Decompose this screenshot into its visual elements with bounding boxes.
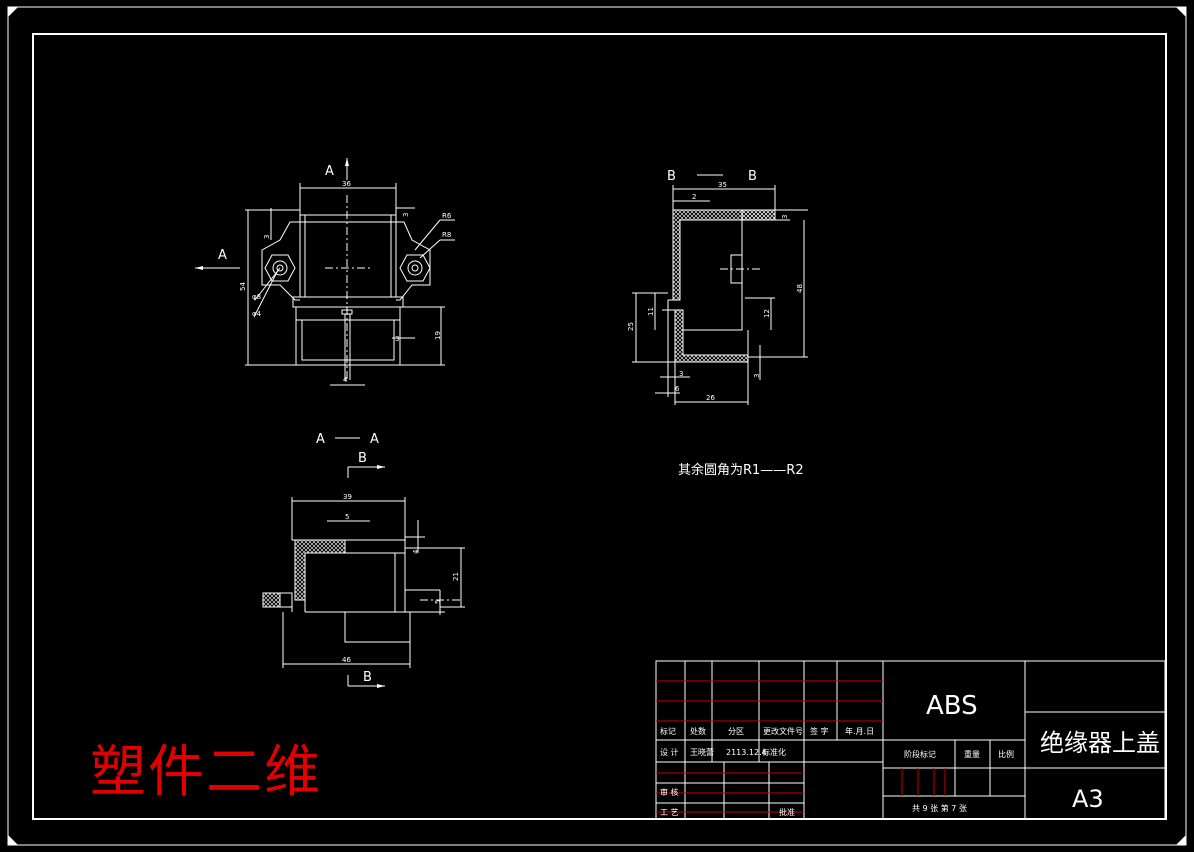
cut-label-bottom: B xyxy=(363,670,372,685)
dim-36: 36 xyxy=(342,180,351,188)
dim-3-right: 3 xyxy=(395,335,399,343)
section-aa-title-left: A xyxy=(316,432,325,447)
section-bb-title-right: B xyxy=(748,169,757,184)
sheet-info: 共 9 张 第 7 张 xyxy=(912,803,967,813)
dim-19: 19 xyxy=(434,331,442,340)
rev-header-0: 标记 xyxy=(660,726,676,736)
dim-2: 2 xyxy=(692,193,696,201)
dim-35: 35 xyxy=(718,181,727,189)
dim-3-bottom: 3 xyxy=(679,370,683,378)
watermark-text: 塑件二维 xyxy=(90,740,322,805)
rev-header-3: 更改文件号 xyxy=(763,726,803,736)
dim-5-top: 5 xyxy=(345,513,349,521)
dim-3-top: 3 xyxy=(781,215,789,219)
dim-3-left: 3 xyxy=(263,235,271,239)
part-name-text: 绝缘器上盖 xyxy=(1040,729,1160,757)
dim-r8: R8 xyxy=(442,231,451,239)
dim-39: 39 xyxy=(343,493,352,501)
dim-26: 26 xyxy=(706,394,715,402)
sheet-border xyxy=(7,6,1187,846)
dim-3-right-bottom: 3 xyxy=(753,374,761,378)
dim-5-right: 5 xyxy=(434,600,442,604)
process-label: 工 艺 xyxy=(660,808,679,817)
rev-header-5: 年.月.日 xyxy=(845,726,874,736)
dim-3-top: 3 xyxy=(402,213,410,217)
section-bb-title-left: B xyxy=(667,169,676,184)
dim-r6: R6 xyxy=(442,212,452,220)
weight-label: 重量 xyxy=(964,749,980,759)
dim-54: 54 xyxy=(239,282,247,291)
dim-12: 11 xyxy=(647,307,655,316)
section-aa-title-right: A xyxy=(370,432,379,447)
approve-label: 批准 xyxy=(779,807,795,817)
section-bb-view: B B 35 2 3 48 12 xyxy=(627,169,808,405)
dim-21: 21 xyxy=(452,572,460,581)
designer-name: 王晓蕾 xyxy=(690,747,714,757)
material-text: ABS xyxy=(926,691,978,721)
sheet-size-text: A3 xyxy=(1072,785,1104,813)
front-section-mark-left: A xyxy=(218,248,227,263)
section-aa-view: A A B 39 5 4 xyxy=(262,432,465,688)
design-date: 2113.12.4 xyxy=(726,748,767,757)
cut-label-top: B xyxy=(358,451,367,466)
dim-46: 46 xyxy=(342,656,351,664)
std-label: 标准化 xyxy=(762,747,786,757)
dim-25: 25 xyxy=(627,322,635,331)
rev-header-4: 签 字 xyxy=(810,726,829,736)
scale-label: 比例 xyxy=(998,749,1014,759)
dim-11: 12 xyxy=(763,309,771,318)
rev-header-2: 分区 xyxy=(728,727,744,736)
dim-4: 4 xyxy=(343,376,348,384)
review-label: 审 核 xyxy=(660,787,679,797)
dim-4: 4 xyxy=(412,549,420,554)
dim-6: 6 xyxy=(675,385,680,393)
design-label: 设 计 xyxy=(660,747,679,757)
rev-header-1: 处数 xyxy=(690,726,706,736)
front-section-mark-top: A xyxy=(325,164,334,179)
stage-label: 阶段标记 xyxy=(904,749,936,759)
dim-phi8: φ8 xyxy=(252,293,261,301)
front-view: A A 36 4 xyxy=(195,158,455,386)
title-block: ABS 绝缘器上盖 A3 标记 处数 分区 更改文件号 签 字 年.月.日 设 … xyxy=(655,660,1166,820)
dim-48: 48 xyxy=(796,284,804,293)
general-note: 其余圆角为R1——R2 xyxy=(678,462,804,478)
dim-phi4: φ4 xyxy=(252,310,262,318)
